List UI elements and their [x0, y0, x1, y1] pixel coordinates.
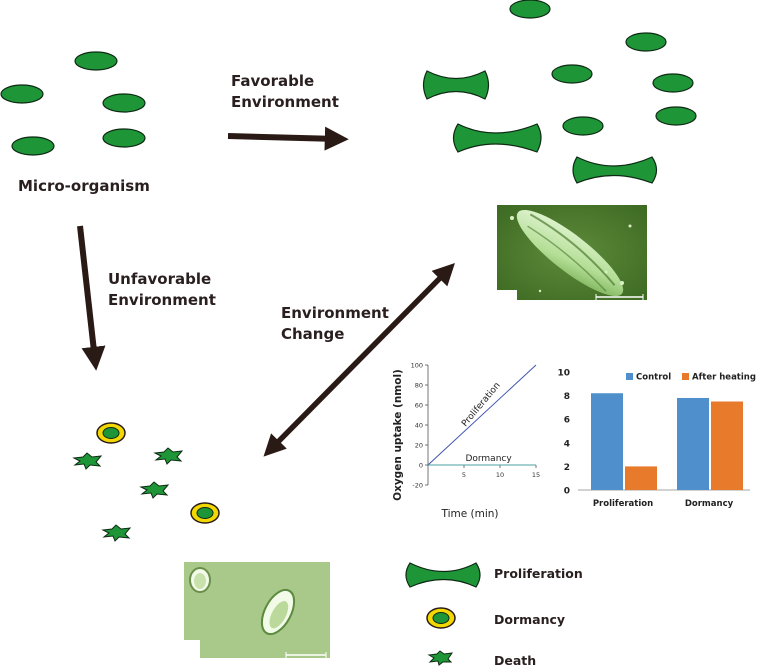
y-tick-label: 4 [564, 439, 570, 449]
dividing-cell [572, 156, 658, 184]
microorganism-cells [0, 51, 146, 156]
dormancy-legend-icon [426, 607, 456, 629]
legend-death-label: Death [494, 653, 537, 668]
rod-cell [102, 93, 146, 113]
y-tick-label: 0 [564, 487, 570, 497]
legend-swatch-control [626, 373, 633, 380]
legend-proliferation-label: Proliferation [494, 566, 583, 581]
spore-cell [190, 502, 220, 524]
microorganism-label: Micro-organism [18, 177, 150, 195]
dividing-cell [452, 123, 542, 153]
dead-cell [153, 447, 184, 465]
rod-cell [102, 128, 146, 148]
y-tick-label: -20 [412, 482, 423, 490]
category-label: Proliferation [593, 499, 653, 509]
dead-cell [139, 481, 170, 499]
environment-change-label-line2: Change [281, 325, 345, 343]
micrograph-dormancy [184, 562, 330, 660]
y-tick-label: 80 [415, 382, 423, 390]
y-axis-title: Oxygen uptake (nmol) [392, 369, 404, 501]
x-tick-label: 15 [532, 471, 540, 479]
legend-label: After heating [692, 373, 756, 383]
spore-cell [96, 422, 126, 444]
legend-icons [405, 562, 481, 666]
dormancy-death-cells [72, 422, 220, 542]
rod-cell [509, 0, 551, 19]
unfavorable-label-line1: Unfavorable [108, 270, 212, 288]
category-label: Dormancy [685, 499, 734, 509]
rod-cell [625, 32, 667, 52]
x-axis-title: Time (min) [440, 508, 498, 520]
y-tick-label: 0 [419, 462, 423, 470]
bar-control-dormancy [677, 397, 709, 490]
y-tick-label: 2 [564, 463, 570, 473]
y-tick-label: 8 [564, 392, 570, 402]
y-tick-label: 40 [415, 422, 423, 430]
y-tick-label: 100 [411, 362, 423, 370]
bar-control-proliferation [591, 393, 623, 490]
bar-after-heating-proliferation [625, 466, 657, 490]
environment-change-label-line1: Environment [281, 304, 389, 322]
rod-cell [74, 51, 118, 71]
micrograph-proliferation [497, 205, 647, 302]
environment-change-arrow [263, 262, 455, 457]
rod-cell [551, 64, 593, 84]
arrows [77, 126, 455, 457]
dead-cell [101, 524, 132, 542]
rod-cell [11, 136, 55, 156]
y-tick-label: 6 [564, 416, 570, 426]
rod-cell [655, 106, 697, 126]
dividing-cell [422, 70, 490, 100]
unfavorable-label-line2: Environment [108, 291, 216, 309]
y-tick-label: 10 [557, 369, 570, 379]
series-label-proliferation: Proliferation [460, 381, 503, 429]
rod-cell [652, 73, 694, 93]
favorable-label-line2: Environment [231, 93, 339, 111]
x-tick-label: 10 [496, 471, 504, 479]
favorable-label-line1: Favorable [231, 72, 315, 90]
rod-cell [0, 84, 44, 104]
y-tick-label: 20 [415, 442, 423, 450]
favorable-arrow [227, 126, 349, 151]
bar-after-heating-dormancy [711, 401, 743, 490]
oxygen-uptake-chart: -20 0 20 40 60 80 100 5 10 15 ProliferationDormanc… [392, 362, 540, 521]
proliferation-cells [422, 0, 697, 184]
series-label-dormancy: Dormancy [465, 454, 512, 464]
legend-swatch-after-heating [682, 373, 689, 380]
legend-dormancy-label: Dormancy [494, 612, 566, 627]
x-tick-label: 5 [462, 471, 466, 479]
proliferation-legend-icon [405, 562, 481, 588]
rod-cell [562, 116, 604, 136]
series-line-proliferation [427, 364, 537, 466]
unfavorable-arrow [77, 225, 106, 371]
death-legend-icon [427, 650, 454, 666]
legend-label: Control [636, 373, 671, 383]
y-tick-label: 60 [415, 402, 423, 410]
dead-cell [72, 452, 103, 470]
